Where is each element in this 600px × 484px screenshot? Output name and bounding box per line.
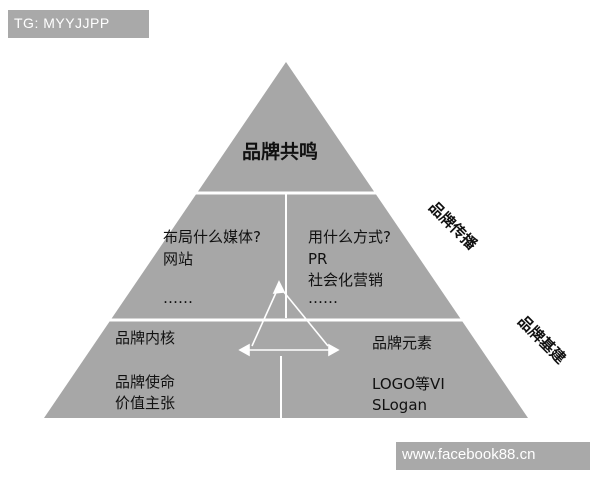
middle-left-line-1: 布局什么媒体? [163,228,261,246]
side-label-infrastructure: 品牌基建 [514,312,570,368]
arrow-head-top [272,280,286,294]
apex-label: 品牌共鸣 [242,140,318,163]
arrow-head-right [328,343,340,357]
base-right-line-2: LOGO等VI [372,375,445,393]
base-right-line-3: SLogan [372,396,427,414]
middle-right-line-1: 用什么方式? [308,228,391,246]
base-left-line-3: 价值主张 [115,394,175,412]
base-left-line-2: 品牌使命 [115,373,175,391]
relationship-arrows [238,280,340,357]
arrow-head-left [238,343,250,357]
side-label-communication: 品牌传播 [425,198,481,254]
watermark-top: TG: MYYJJPP [8,10,149,38]
arrow-left-edge [251,285,280,347]
middle-left-line-2: 网站 [163,250,193,268]
base-left-line-1: 品牌内核 [115,329,175,347]
middle-right-line-4: …… [308,289,338,307]
middle-right-line-3: 社会化营销 [308,271,383,289]
middle-left-line-3: …… [163,289,193,307]
base-right-line-1: 品牌元素 [372,334,432,352]
middle-right-line-2: PR [308,250,327,268]
arrow-right-edge [278,285,329,347]
watermark-bottom: www.facebook88.cn [396,442,590,470]
